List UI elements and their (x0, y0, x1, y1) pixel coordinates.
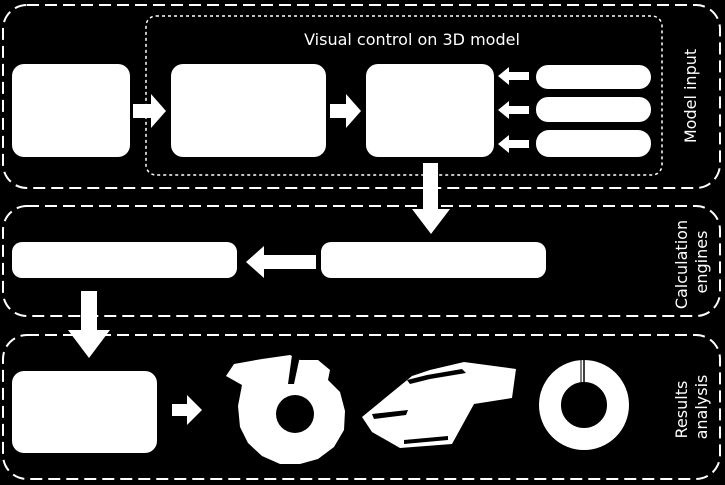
parameter-pill-2 (536, 97, 651, 122)
donut-chart-icon (539, 360, 629, 450)
results-label-line1: Results (672, 381, 691, 439)
result-box (12, 371, 157, 453)
parameter-pill-1 (536, 65, 651, 89)
building-3d-icon (362, 362, 516, 448)
visual-control-label: Visual control on 3D model (304, 30, 520, 49)
section-results-analysis (2, 334, 721, 480)
arrow-down-icon (412, 163, 450, 234)
results-analysis-label: Results analysis (672, 375, 711, 440)
arrow-left-icon (498, 135, 529, 153)
engine-bar-left (12, 242, 237, 278)
model-input-label: Model input (681, 49, 700, 143)
section-model-input (2, 4, 721, 189)
section-calculation-engines (2, 205, 721, 317)
calculation-label-line2: engines (692, 231, 711, 294)
input-box-3 (366, 64, 494, 157)
arrow-left-icon (246, 246, 316, 278)
arrow-down-icon (68, 291, 110, 358)
results-label-line2: analysis (692, 375, 711, 440)
arrow-right-icon (330, 94, 361, 128)
input-box-1 (12, 64, 130, 157)
calculation-label-line1: Calculation (672, 220, 691, 309)
arrow-right-icon (133, 94, 166, 128)
parameter-pill-3 (536, 130, 651, 157)
engine-bar-right (321, 242, 546, 278)
gear-chart-icon (226, 355, 345, 464)
arrow-left-icon (498, 67, 529, 85)
input-box-2 (171, 64, 326, 157)
arrow-right-icon (172, 395, 202, 425)
section-visual-control (145, 15, 663, 176)
calculation-engines-label: Calculation engines (672, 215, 711, 309)
arrow-left-icon (498, 101, 529, 119)
